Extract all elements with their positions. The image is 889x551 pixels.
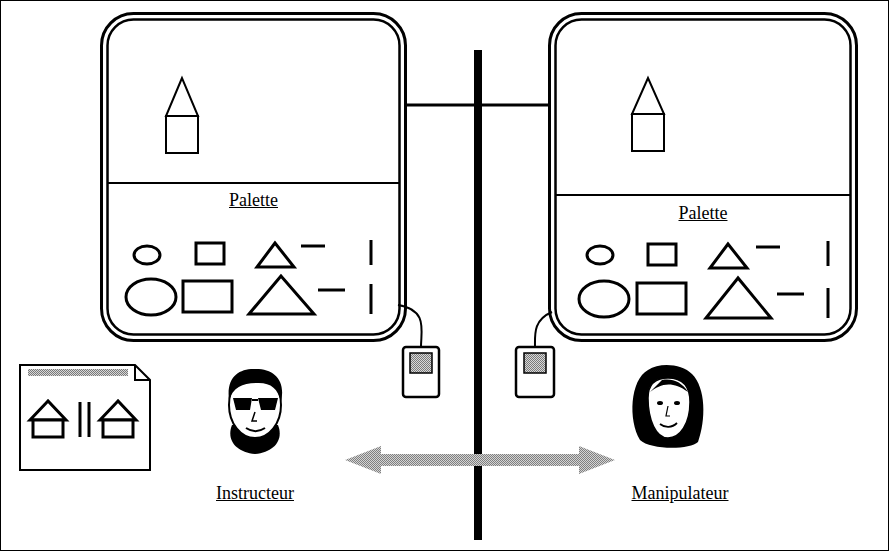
small-circle [134,246,160,264]
small-square [648,244,676,265]
small-square [196,243,224,264]
hair [229,369,283,402]
mouse-body [516,347,554,397]
hair [632,365,703,448]
parallel-bar [79,402,82,437]
short-line [756,246,780,249]
screen-frame-outer [550,14,857,341]
short-line [301,245,325,248]
long-line [318,289,345,292]
large-square [183,281,232,312]
palette-label: Palette [548,203,858,223]
house-body [33,420,63,437]
instructor-face [229,369,283,454]
manipulator-face [632,365,703,448]
small-triangle [257,243,294,267]
screen-box: Palette [100,12,407,342]
large-triangle [249,276,314,314]
screen-outline [100,12,407,342]
role-label: Manipulateur [615,483,745,503]
role-label: Instructeur [165,483,345,503]
document-sheet [20,365,150,470]
palette-shapes [579,241,828,318]
small-circle [587,246,613,264]
divider-line [107,182,400,184]
head [648,378,690,438]
house-body [103,420,133,437]
short-bar [827,241,830,266]
mouse [516,312,554,397]
sunglasses-bridge [252,399,258,401]
nose [666,406,670,416]
small-triangle [710,244,747,268]
divider-line [555,194,851,196]
person-box: Manipulateur [615,362,745,507]
house-body [166,116,198,153]
screen-frame-outer [102,14,406,341]
long-bar [370,284,373,314]
mouth [660,423,677,427]
house-roof [632,78,664,114]
communication-arrow [345,446,615,474]
large-triangle [706,278,771,318]
mouse-button [410,353,432,373]
fringe [650,380,688,393]
document-band [28,369,128,376]
parallel-bar [88,402,91,437]
long-bar [827,288,830,318]
document-fold [135,365,150,380]
person-box: Instructeur [165,362,345,507]
screen-content [555,78,851,195]
house-roof [30,401,66,420]
network-cable [407,105,548,106]
mouse-button [524,353,546,373]
screen-frame-inner [108,20,400,335]
document-icon [20,365,150,470]
palette-shapes [126,240,371,315]
network-cable-line [407,104,548,107]
palette-label: Palette [100,190,407,210]
eye [657,401,663,405]
house-roof [166,78,198,116]
large-circle [579,281,629,317]
house-body [632,114,664,151]
short-bar [370,240,373,265]
network-bus [474,50,482,540]
large-square [637,283,686,314]
large-circle [126,279,176,315]
screen-box: Palette [548,12,858,342]
mouse-body [403,347,439,397]
mouth [246,428,265,431]
house-roof [100,401,136,420]
screen-frame-inner [556,20,851,335]
sunglasses [233,398,278,410]
screen-content [107,78,400,183]
screen-outline [548,12,858,342]
long-line [777,293,804,296]
eye [674,401,680,405]
nose [252,412,257,421]
